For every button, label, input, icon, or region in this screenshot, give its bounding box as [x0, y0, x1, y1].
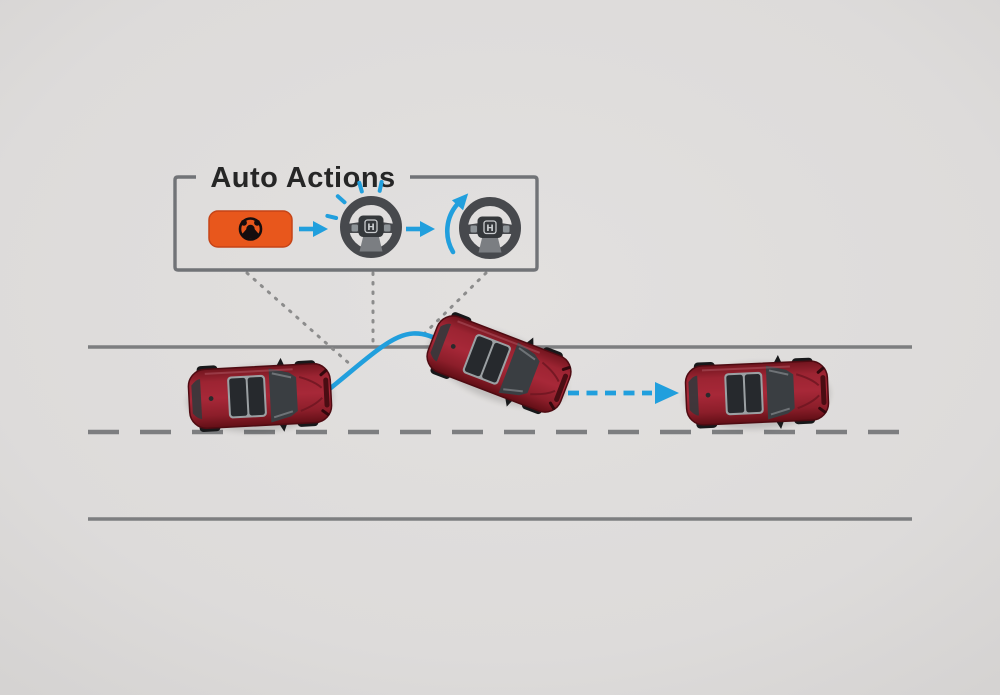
lane-departure-alert-icon [238, 217, 263, 241]
corrected-path-arrow [568, 382, 679, 404]
steering-wheel-correction-icon [444, 193, 516, 255]
corrected-path-arrowhead [655, 382, 679, 404]
callout-connectors [245, 271, 488, 368]
car-after-correction [682, 353, 831, 433]
drift-path-curve [320, 331, 446, 397]
panel-title: Auto Actions [210, 162, 395, 194]
panel-border [173, 175, 539, 272]
flow-arrow-1 [299, 221, 328, 237]
callout-connector-left [245, 271, 354, 368]
correction-arc-arrow [444, 193, 469, 255]
callout-connector-right [419, 271, 488, 339]
vibration-ticks [325, 180, 384, 220]
car-before-drift [185, 355, 335, 437]
steering-wheel-vibration-icon [325, 180, 397, 254]
flow-arrow-2 [406, 221, 435, 237]
auto-actions-panel: Auto Actions [173, 162, 539, 272]
alert-badge [208, 210, 293, 248]
